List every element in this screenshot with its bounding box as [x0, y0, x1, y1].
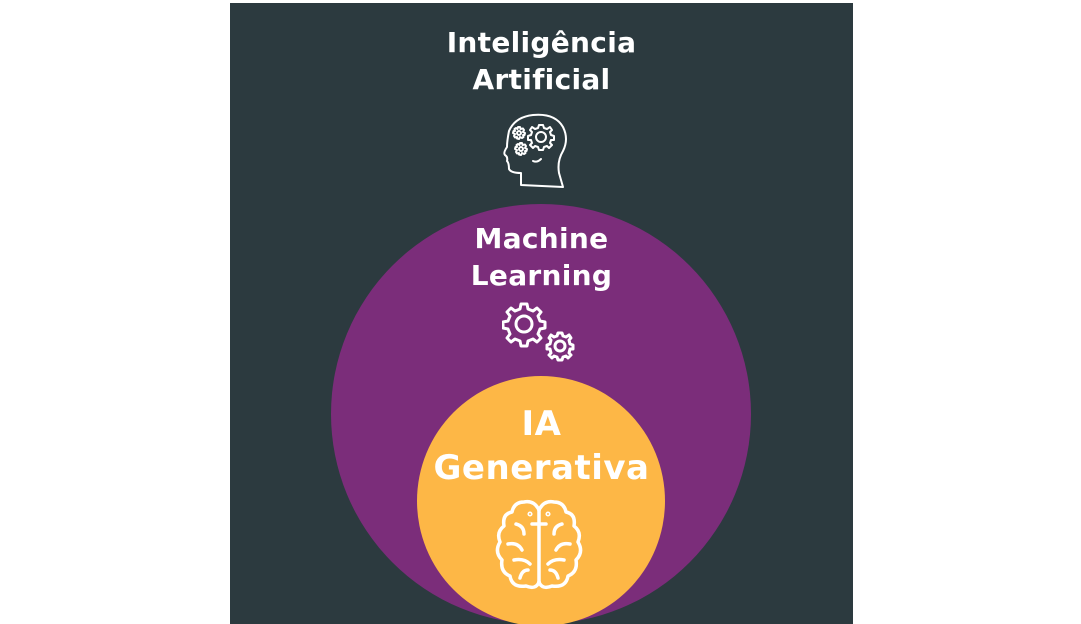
head-with-gears-icon [503, 111, 575, 189]
gears-icon [502, 300, 580, 364]
gen-title-line1: IA [521, 404, 562, 444]
ai-title: Inteligência Artificial [230, 24, 853, 98]
brain-icon [494, 498, 584, 592]
ml-title-line2: Learning [470, 259, 613, 292]
ml-title: Machine Learning [230, 220, 853, 294]
gen-title-line2: Generativa [433, 448, 650, 488]
ai-title-line2: Artificial [472, 63, 611, 96]
diagram-panel: Inteligência Artificial Machine L [230, 3, 853, 624]
generative-ai-title: IA Generativa [230, 402, 853, 490]
ai-title-line1: Inteligência [446, 26, 637, 59]
ml-title-line1: Machine [474, 222, 609, 255]
